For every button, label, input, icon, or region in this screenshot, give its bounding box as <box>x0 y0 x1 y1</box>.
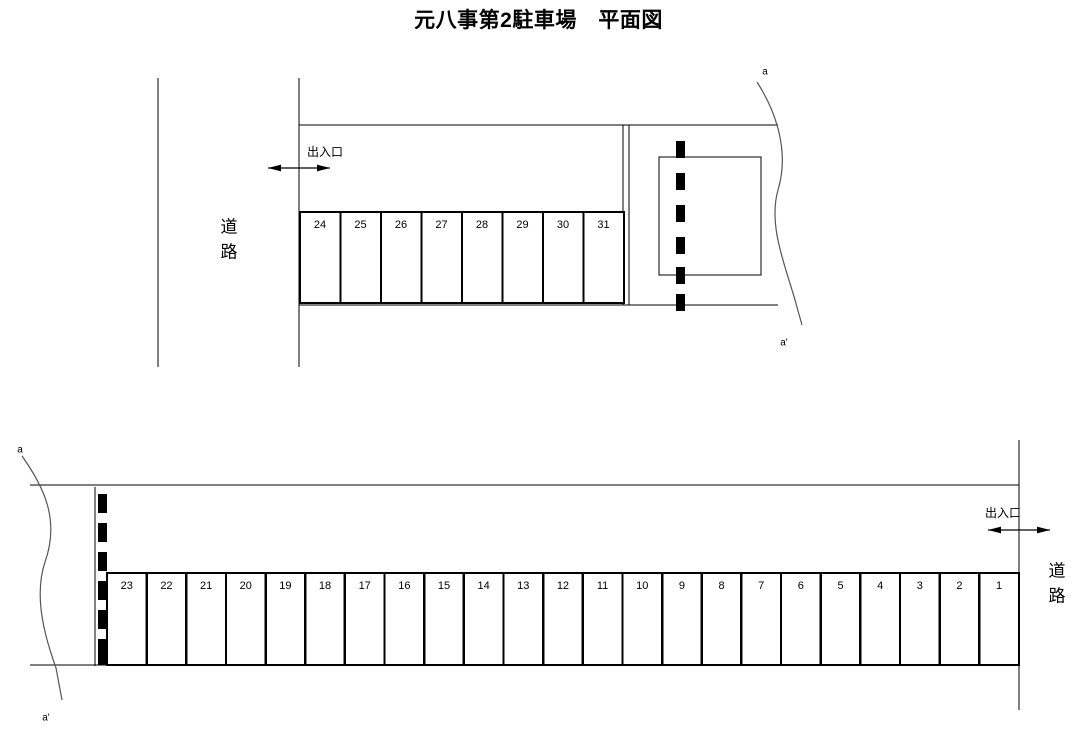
stall-label: 24 <box>314 219 326 231</box>
stall-label: 3 <box>917 580 923 592</box>
stall-label: 22 <box>160 580 172 592</box>
stall-label: 2 <box>956 580 962 592</box>
lower-stall-row <box>105 571 1021 667</box>
stall-label: 25 <box>354 219 366 231</box>
stall-label: 14 <box>478 580 490 592</box>
stall-label: 20 <box>240 580 252 592</box>
stall-box <box>859 571 902 667</box>
stall-box <box>420 210 464 305</box>
stall-label: 1 <box>996 580 1002 592</box>
stall-box <box>501 210 545 305</box>
stall-label: 23 <box>121 580 133 592</box>
lower-entrance-arrow <box>988 526 1050 534</box>
road-label-char-1: 道 <box>221 217 238 236</box>
stall-label: 7 <box>758 580 764 592</box>
upper-building-outline <box>658 156 762 276</box>
section-marker-a-upper: a <box>762 67 768 78</box>
stall-box <box>304 571 347 667</box>
stall-label: 31 <box>597 219 609 231</box>
stall-box <box>105 571 148 667</box>
stall-label: 9 <box>679 580 685 592</box>
stall-box <box>224 571 267 667</box>
stall-label: 30 <box>557 219 569 231</box>
stall-label: 16 <box>398 580 410 592</box>
stall-label: 27 <box>435 219 447 231</box>
upper-gate-dashes <box>676 141 685 311</box>
stall-label: 6 <box>798 580 804 592</box>
stall-box <box>740 571 783 667</box>
stall-label: 26 <box>395 219 407 231</box>
stall-label: 12 <box>557 580 569 592</box>
stall-label: 21 <box>200 580 212 592</box>
entrance-label: 出入口 <box>307 145 343 159</box>
upper-break-line <box>756 81 803 326</box>
lower-lot-group: 23 22 21 20 19 18 17 16 15 14 13 12 11 1… <box>17 440 1066 724</box>
stall-box <box>938 571 981 667</box>
stall-label: 5 <box>837 580 843 592</box>
stall-box <box>660 571 703 667</box>
upper-stall-row <box>298 210 626 305</box>
road-label-char-2: 路 <box>221 242 238 261</box>
lower-break-line <box>21 455 63 701</box>
stall-label: 28 <box>476 219 488 231</box>
stall-label: 15 <box>438 580 450 592</box>
stall-box <box>383 571 426 667</box>
stall-label: 29 <box>516 219 528 231</box>
page-title: 元八事第2駐車場 平面図 <box>414 9 663 32</box>
stall-box <box>264 571 307 667</box>
upper-lot-group: 24 25 26 27 28 29 30 31 出入口 道 路 a a' <box>157 67 803 367</box>
stall-box <box>502 571 545 667</box>
stall-label: 4 <box>877 580 883 592</box>
stall-box <box>423 571 466 667</box>
stall-label: 8 <box>718 580 724 592</box>
section-marker-a-prime-upper: a' <box>780 338 788 349</box>
lower-gate-dashes <box>98 494 107 665</box>
stall-box <box>145 571 188 667</box>
section-marker-a-prime-lower: a' <box>42 713 50 724</box>
stall-box <box>339 210 383 305</box>
stall-label: 17 <box>359 580 371 592</box>
section-marker-a-lower: a <box>17 445 23 456</box>
stall-box <box>779 571 822 667</box>
stall-box <box>343 571 386 667</box>
road-label-char-2: 路 <box>1049 586 1066 605</box>
stall-label: 11 <box>597 580 608 592</box>
stall-box <box>978 571 1021 667</box>
stall-label: 19 <box>279 580 291 592</box>
stall-label: 18 <box>319 580 331 592</box>
entrance-label: 出入口 <box>985 506 1021 520</box>
stall-label: 13 <box>517 580 529 592</box>
road-label-char-1: 道 <box>1049 561 1066 580</box>
upper-entrance-arrow <box>268 164 330 172</box>
stall-box <box>898 571 941 667</box>
stall-box <box>582 210 626 305</box>
stall-label: 10 <box>636 580 648 592</box>
